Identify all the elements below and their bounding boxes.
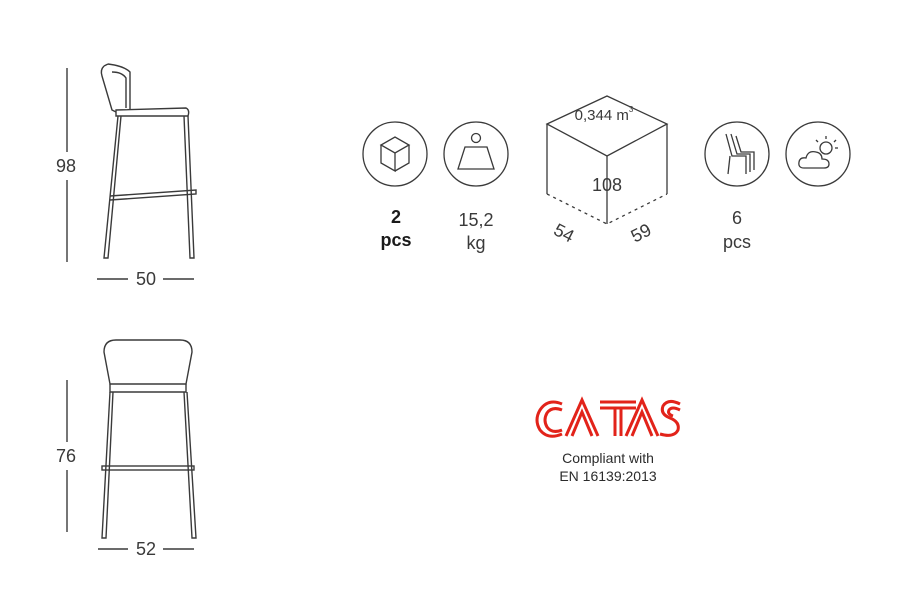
side-width-label: 50	[135, 269, 157, 289]
box-volume-label: 0,344 m3	[574, 105, 634, 124]
box-volume-exponent: 3	[628, 105, 634, 114]
front-height-label: 76	[55, 446, 77, 466]
stool-side-view	[66, 63, 197, 280]
stack-chairs-icon	[704, 121, 770, 187]
box-height-label: 108	[591, 175, 623, 195]
weight-icon	[443, 121, 509, 187]
package-box-diagram	[545, 95, 669, 225]
weight-value: 15,2	[458, 210, 494, 230]
sun-cloud-icon	[785, 121, 851, 187]
pieces-unit: pcs	[380, 230, 412, 250]
box-volume-value: 0,344 m	[574, 107, 629, 124]
side-height-label: 98	[55, 156, 77, 176]
catas-logo	[535, 396, 681, 438]
certification-line2: EN 16139:2013	[559, 468, 657, 484]
stack-value: 6	[731, 208, 743, 228]
front-width-label: 52	[135, 539, 157, 559]
weight-unit: kg	[466, 233, 486, 253]
stool-front-view	[66, 339, 197, 550]
stack-unit: pcs	[722, 232, 752, 252]
certification-line1: Compliant with	[562, 450, 654, 466]
box-icon	[362, 121, 428, 187]
pieces-value: 2	[390, 207, 402, 227]
